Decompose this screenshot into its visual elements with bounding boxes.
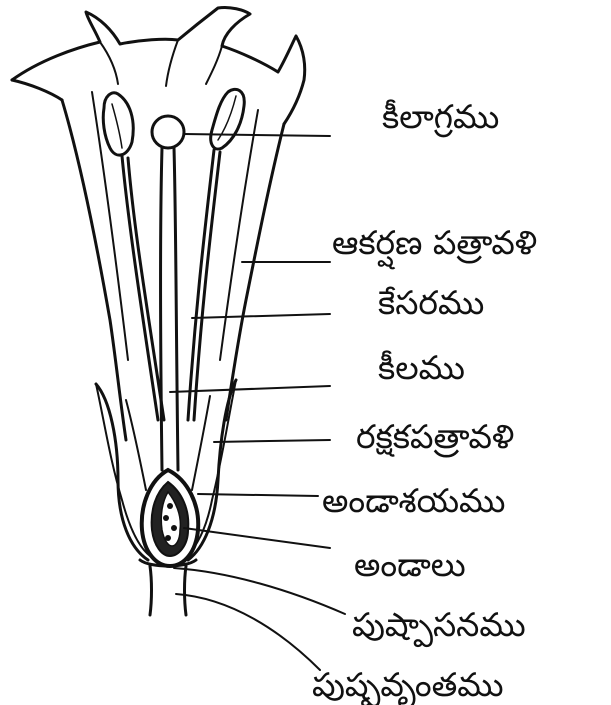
label-thalamus: పుష్పాసనము <box>352 608 526 641</box>
ovary <box>142 470 198 566</box>
label-ovary: అండాశయము <box>322 484 505 517</box>
label-ovules: అండాలు <box>354 548 466 581</box>
label-calyx: రక్షకపత్రావళి <box>356 420 514 453</box>
label-stigma: కీలాగ్రము <box>382 100 499 133</box>
label-style: కీలము <box>378 351 465 384</box>
label-pedicel: పుష్పవృంతము <box>312 668 504 701</box>
stamens <box>103 89 244 420</box>
label-stamen: కేసరము <box>378 286 484 319</box>
label-corolla: ఆకర్షణ పత్రావళి <box>332 226 537 259</box>
